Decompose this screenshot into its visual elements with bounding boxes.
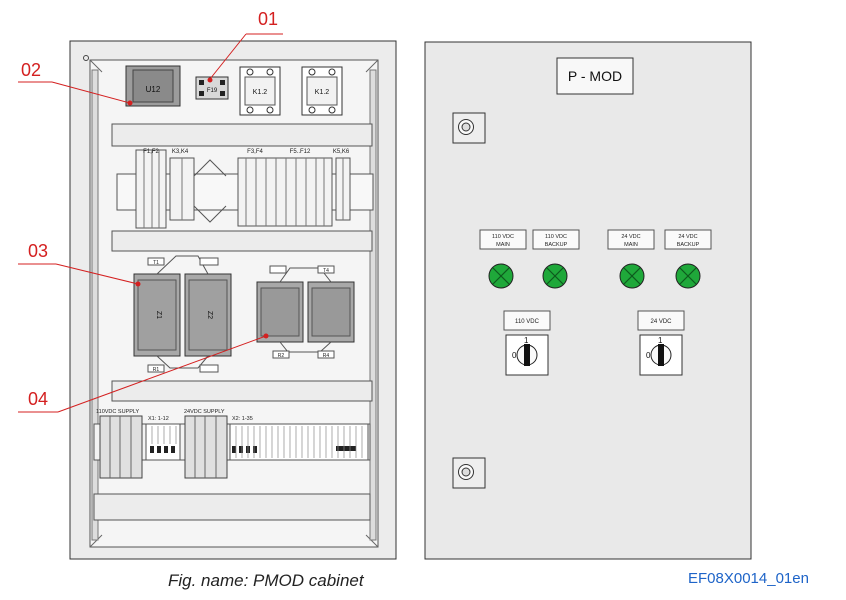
indicator-lamp-110vdc-backup xyxy=(542,263,568,289)
callouts: 01 02 03 04 xyxy=(18,9,283,413)
indicator-lamp-24vdc-backup xyxy=(675,263,701,289)
transformer-z1: Z1 xyxy=(133,273,181,357)
switch-110-on: 1 xyxy=(524,336,529,345)
u12-label: U12 xyxy=(146,85,161,94)
figure-code: EF08X0014_01en xyxy=(688,570,809,587)
door-lock-top-icon[interactable] xyxy=(452,112,486,144)
rotary-switch-110vdc[interactable]: 0 1 xyxy=(505,334,549,376)
callout-03-label: 03 xyxy=(28,241,48,261)
wire-duct-3 xyxy=(111,380,373,402)
switch-24-on: 1 xyxy=(658,336,663,345)
rail-label-f1f2: F1,F2 xyxy=(143,149,159,155)
svg-text:BACKUP: BACKUP xyxy=(677,242,700,248)
svg-text:110 VDC: 110 VDC xyxy=(515,319,540,325)
terminal-24vdc-label: 24VDC SUPPLY xyxy=(184,409,225,415)
wire-duct-2 xyxy=(111,230,373,252)
device-f19: F19 xyxy=(195,76,229,100)
callout-04-label: 04 xyxy=(28,389,48,409)
lamp-label-24vdc-main: 24 VDC MAIN xyxy=(607,229,655,250)
indicator-lamp-24vdc-main xyxy=(619,263,645,289)
r4-label: R4 xyxy=(323,353,330,359)
terminal-110vdc-label: 110VDC SUPPLY xyxy=(96,409,140,415)
right-cabinet-door: P - MOD 110 VDC MAIN 110 VDC BACKUP 24 V… xyxy=(424,41,752,560)
door-lock-bottom-icon[interactable] xyxy=(452,457,486,489)
rotary-switch-24vdc[interactable]: 0 1 xyxy=(639,334,683,376)
rail-label-f3f4: F3,F4 xyxy=(247,149,263,155)
din-rail-breakers: F1,F2 K3,K4 F3,F4 F5..F12 K5,K6 xyxy=(116,149,374,229)
device-u12: U12 xyxy=(125,65,181,107)
callout-01-label: 01 xyxy=(258,9,278,29)
callout-02: 02 xyxy=(18,60,133,106)
switch-110-off: 0 xyxy=(512,351,517,360)
nameplate: P - MOD xyxy=(556,57,634,95)
svg-text:BACKUP: BACKUP xyxy=(545,242,568,248)
wire-duct-bottom xyxy=(93,493,371,521)
lamp-label-110vdc-backup: 110 VDC BACKUP xyxy=(532,229,580,250)
callout-03: 03 xyxy=(18,241,141,287)
f19-label: F19 xyxy=(207,88,218,94)
k12-b-label: K1.2 xyxy=(315,89,330,96)
k12-a-label: K1.2 xyxy=(253,89,268,96)
svg-text:110 VDC: 110 VDC xyxy=(545,234,567,240)
callout-01: 01 xyxy=(207,9,283,83)
figure-caption: Fig. name: PMOD cabinet xyxy=(168,571,364,590)
callout-02-label: 02 xyxy=(21,60,41,80)
wire-duct-1 xyxy=(111,123,373,147)
lamp-label-110vdc-main: 110 VDC MAIN xyxy=(479,229,527,250)
left-wire-duct-vertical xyxy=(91,69,99,541)
z2-label: Z2 xyxy=(206,311,213,319)
device-k12-b: K1.2 xyxy=(301,66,343,116)
left-cabinet: U12 F19 K1.2 K1.2 xyxy=(69,40,397,560)
svg-text:110 VDC: 110 VDC xyxy=(492,234,514,240)
lamp-label-24vdc-backup: 24 VDC BACKUP xyxy=(664,229,712,250)
rail-label-f5f12: F5..F12 xyxy=(290,149,311,155)
indicator-lamp-110vdc-main xyxy=(488,263,514,289)
svg-text:24 VDC: 24 VDC xyxy=(678,234,697,240)
svg-text:MAIN: MAIN xyxy=(624,242,638,248)
transformer-z2: Z2 xyxy=(184,273,232,357)
terminal-strip: 110VDC SUPPLY X1: 1-12 24VDC SUPPLY X2: … xyxy=(93,409,371,479)
r2-label: R2 xyxy=(278,353,285,359)
terminal-x2-label: X2: 1-35 xyxy=(232,416,253,422)
terminal-x1-label: X1: 1-12 xyxy=(148,416,169,422)
rail-label-k5k6: K5,K6 xyxy=(333,149,350,155)
svg-text:24 VDC: 24 VDC xyxy=(621,234,640,240)
callout-04: 04 xyxy=(18,333,269,413)
svg-text:MAIN: MAIN xyxy=(496,242,510,248)
nameplate-label: P - MOD xyxy=(568,68,622,84)
svg-text:24 VDC: 24 VDC xyxy=(650,319,672,325)
rail-label-k3k4: K3,K4 xyxy=(172,149,189,155)
switch-label-110vdc: 110 VDC xyxy=(503,310,551,331)
switch-label-24vdc: 24 VDC xyxy=(637,310,685,331)
right-wire-duct-vertical xyxy=(369,69,377,541)
z1-label: Z1 xyxy=(155,311,162,319)
mounting-hole-icon xyxy=(83,55,89,61)
t1-label: T1 xyxy=(153,260,159,266)
t4-label: T4 xyxy=(323,268,329,274)
switch-24-off: 0 xyxy=(646,351,651,360)
r1-label: R1 xyxy=(153,367,160,373)
device-k12-a: K1.2 xyxy=(239,66,281,116)
transformer-3 xyxy=(256,281,304,343)
transformer-4 xyxy=(307,281,355,343)
